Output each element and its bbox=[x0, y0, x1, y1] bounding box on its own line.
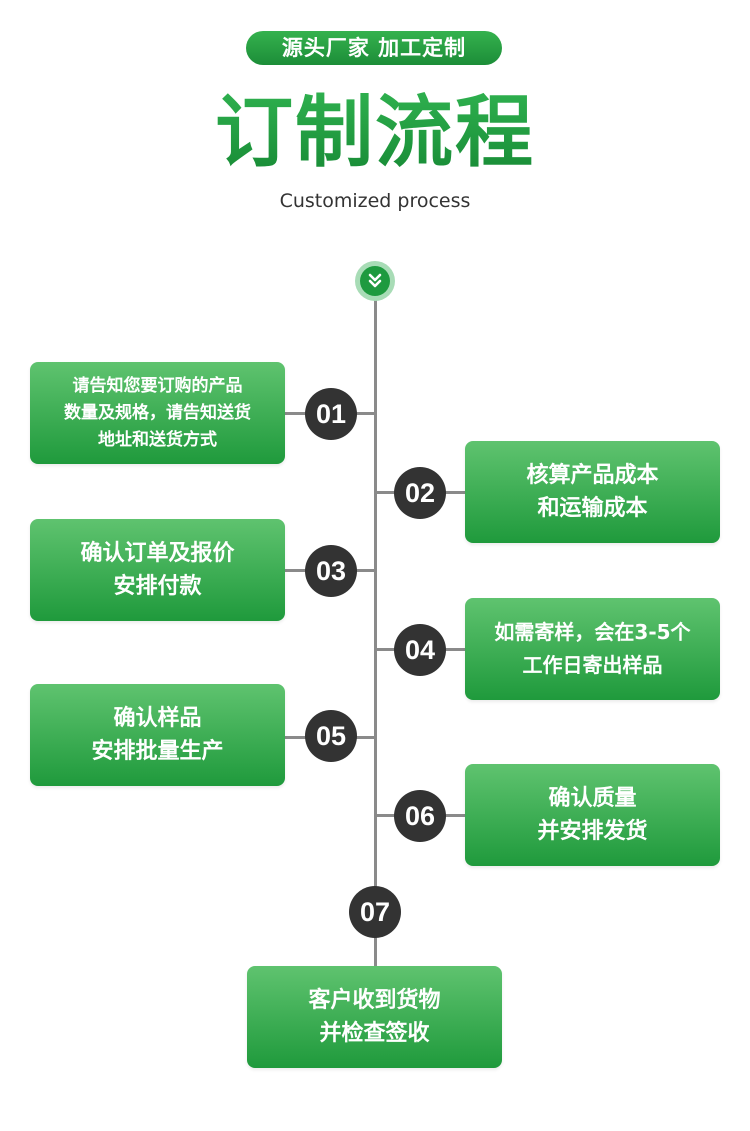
step-number-05: 05 bbox=[305, 710, 357, 762]
step-text-line: 地址和送货方式 bbox=[98, 429, 217, 450]
step-box-02: 核算产品成本 和运输成本 bbox=[465, 441, 720, 543]
step-text-line: 确认质量 bbox=[548, 786, 637, 811]
step-text-line: 如需寄样，会在3-5个 bbox=[494, 620, 691, 644]
header-badge: 源头厂家 加工定制 bbox=[246, 31, 502, 65]
step-text-line: 安排付款 bbox=[113, 574, 202, 599]
timeline-line bbox=[374, 296, 377, 968]
step-text-line: 工作日寄出样品 bbox=[522, 653, 663, 677]
step-text-line: 和运输成本 bbox=[537, 496, 648, 521]
step-text-line: 确认订单及报价 bbox=[80, 541, 235, 566]
step-number-07: 07 bbox=[349, 886, 401, 938]
step-text-line: 请告知您要订购的产品 bbox=[72, 375, 243, 396]
step-text-line: 并检查签收 bbox=[319, 1021, 430, 1046]
timeline-start-marker bbox=[355, 261, 395, 301]
step-box-03: 确认订单及报价 安排付款 bbox=[30, 519, 285, 621]
step-text-line: 确认样品 bbox=[113, 706, 202, 731]
step-number-03: 03 bbox=[305, 545, 357, 597]
step-text-line: 安排批量生产 bbox=[91, 739, 224, 764]
step-text-line: 并安排发货 bbox=[537, 819, 648, 844]
step-box-04: 如需寄样，会在3-5个 工作日寄出样品 bbox=[465, 598, 720, 700]
page-subtitle: Customized process bbox=[279, 190, 471, 212]
page-title: 订制流程 bbox=[0, 88, 750, 178]
step-text-line: 核算产品成本 bbox=[526, 463, 659, 488]
step-number-02: 02 bbox=[394, 467, 446, 519]
step-box-07: 客户收到货物 并检查签收 bbox=[247, 966, 502, 1068]
step-box-05: 确认样品 安排批量生产 bbox=[30, 684, 285, 786]
step-text-line: 数量及规格，请告知送货 bbox=[64, 402, 251, 423]
double-chevron-down-icon bbox=[360, 266, 390, 296]
step-number-01: 01 bbox=[305, 388, 357, 440]
step-text-line: 客户收到货物 bbox=[308, 988, 441, 1013]
step-number-04: 04 bbox=[394, 624, 446, 676]
step-box-01: 请告知您要订购的产品 数量及规格，请告知送货 地址和送货方式 bbox=[30, 362, 285, 464]
step-box-06: 确认质量 并安排发货 bbox=[465, 764, 720, 866]
step-number-06: 06 bbox=[394, 790, 446, 842]
